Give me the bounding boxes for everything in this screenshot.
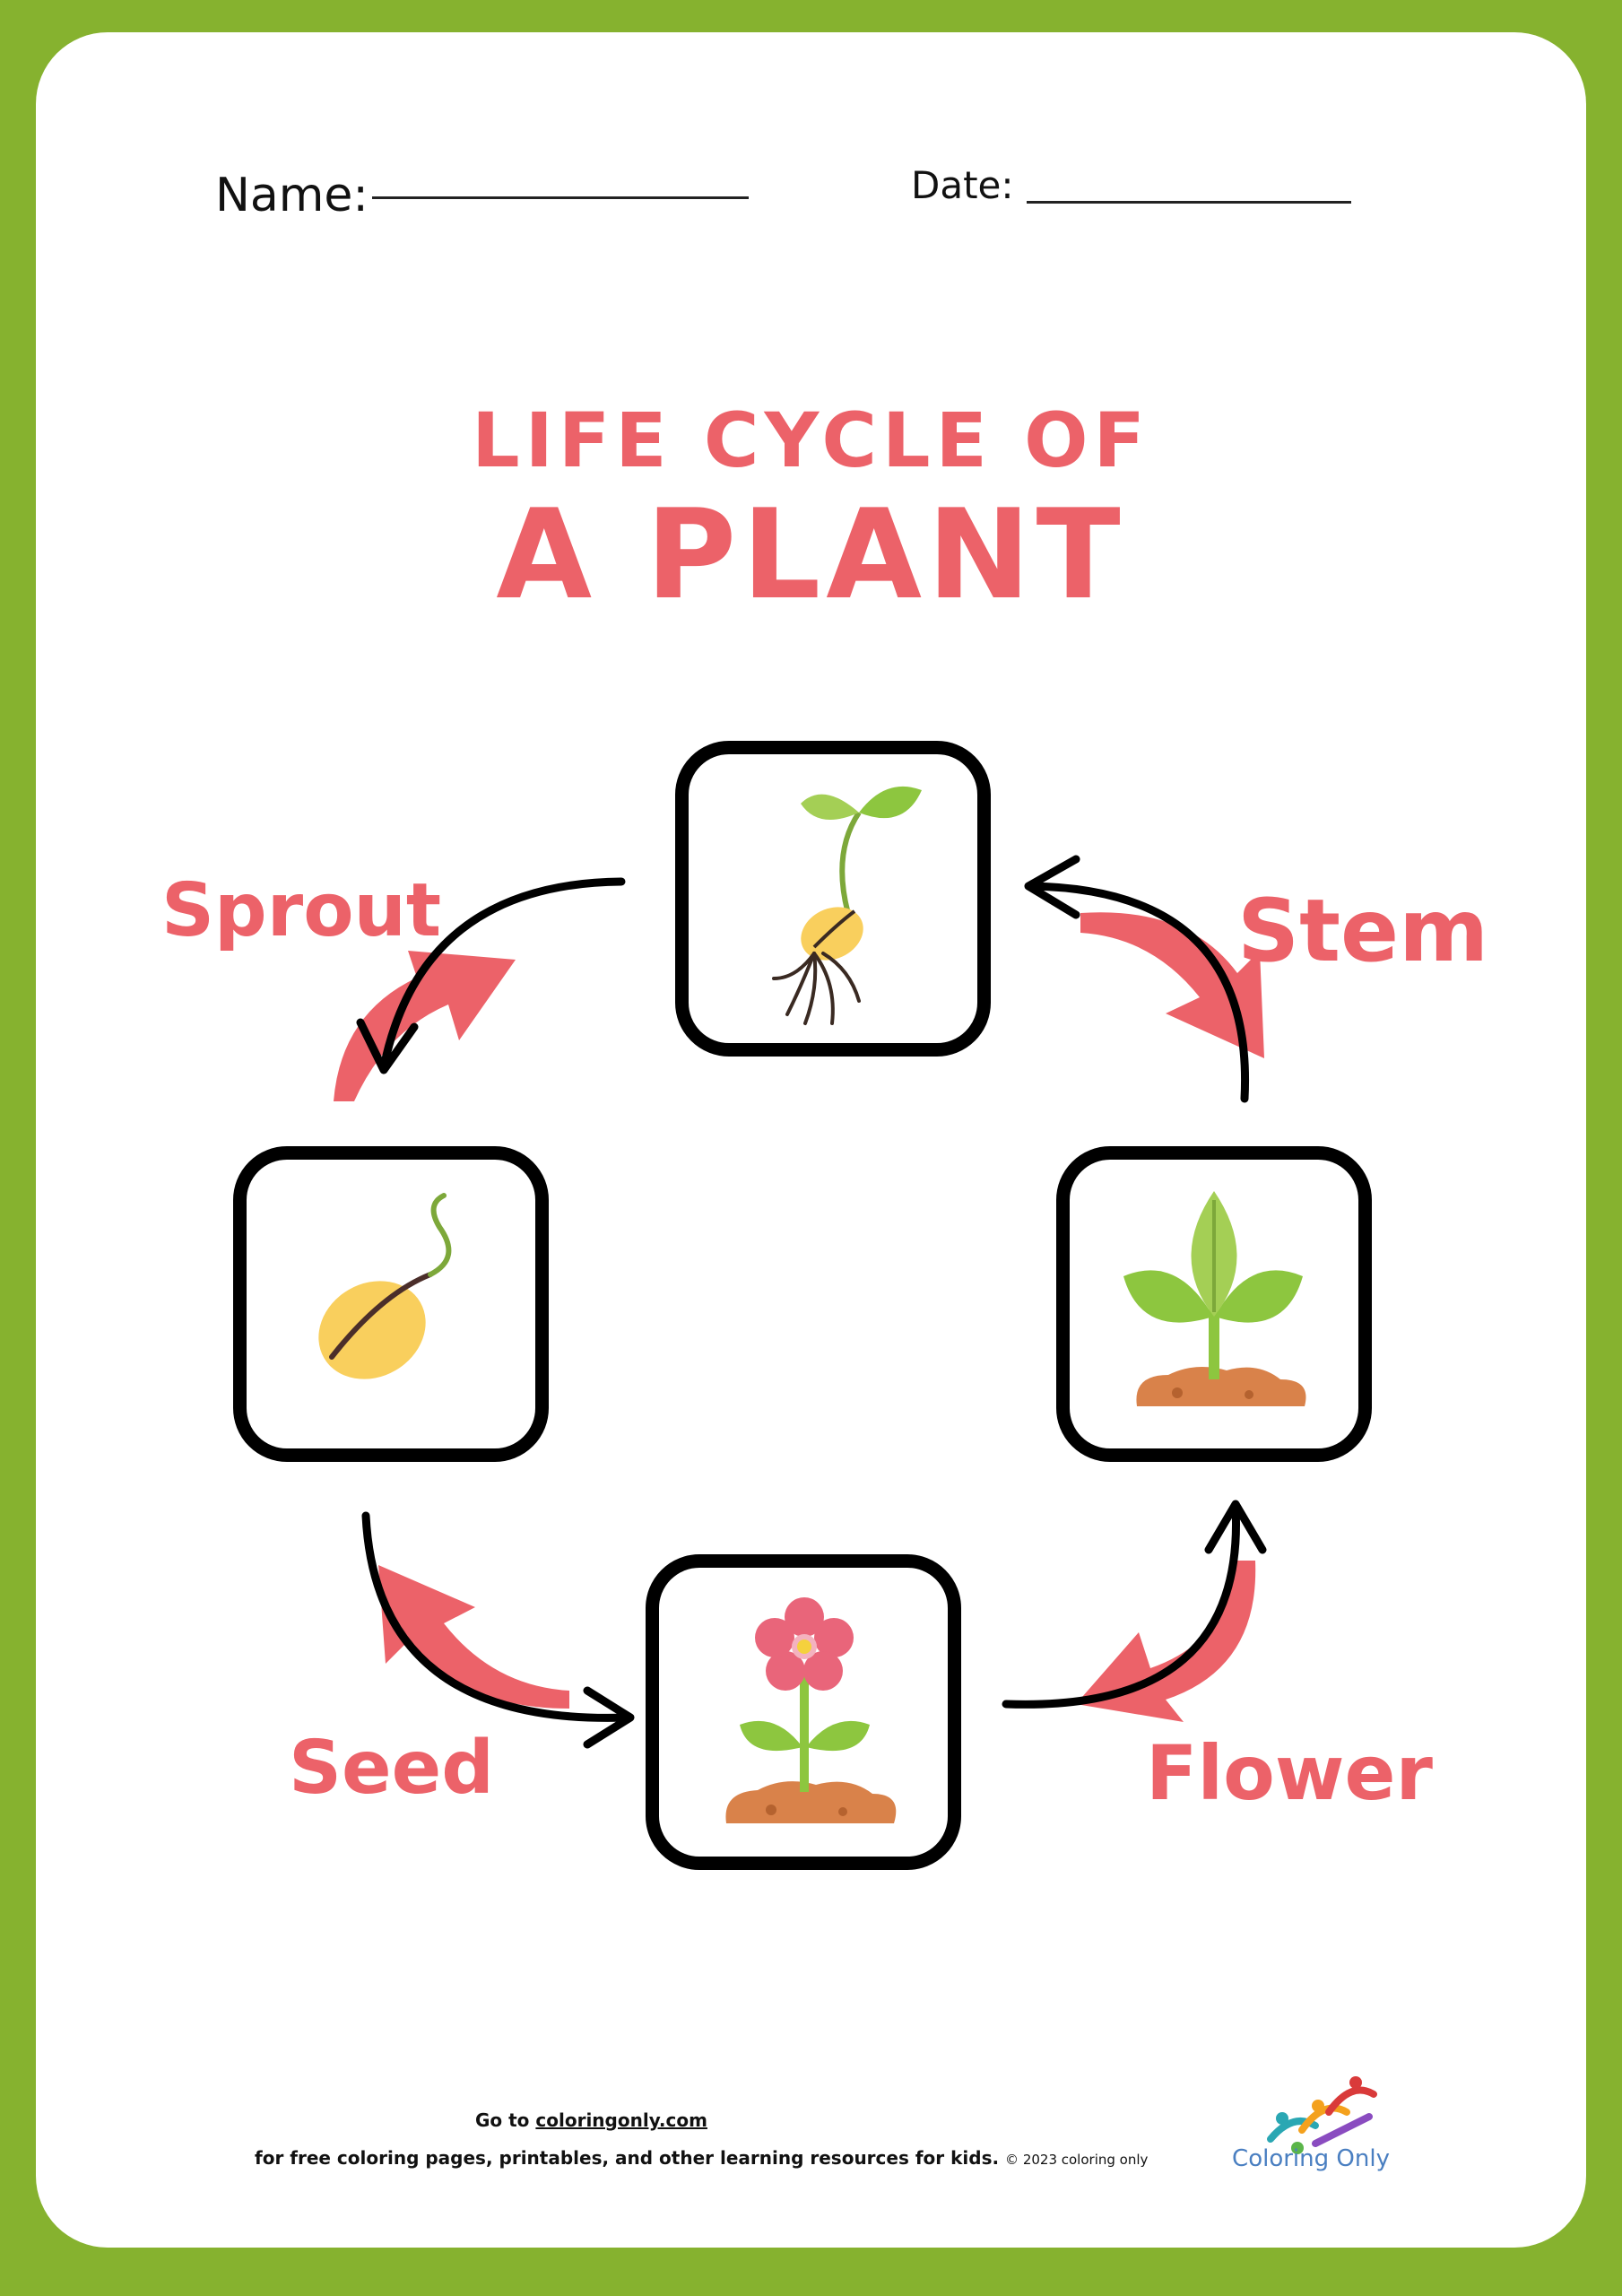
stage-box-right — [1056, 1146, 1372, 1462]
date-label: Date: — [911, 163, 1014, 207]
label-stem: Stem — [1237, 881, 1489, 981]
stem-swoosh — [1080, 912, 1264, 1058]
arrow-right-to-top — [1027, 882, 1250, 1103]
stage-box-left — [233, 1146, 549, 1462]
sprout-swoosh — [334, 951, 516, 1101]
arrowhead-left-to-bottom — [583, 1686, 635, 1749]
logo-icon — [1267, 2076, 1377, 2154]
seed-illustration — [318, 1193, 452, 1379]
label-sprout: Sprout — [161, 868, 442, 953]
title-line-1: LIFE CYCLE OF — [472, 396, 1150, 484]
arrowhead-bottom-to-right — [1204, 1500, 1267, 1554]
flowering-plant-illustration — [725, 1597, 897, 1823]
arrowhead-right-to-top — [1024, 855, 1080, 919]
seed-swoosh — [378, 1565, 569, 1709]
logo-text: Coloring Only — [1232, 2145, 1390, 2172]
stage-box-top — [675, 741, 991, 1057]
name-field[interactable] — [372, 196, 749, 199]
footer-copyright: © 2023 coloring only — [1005, 2152, 1149, 2168]
go-to-text: Go to — [475, 2109, 536, 2131]
worksheet-card — [36, 32, 1586, 2248]
seedling-illustration — [1123, 1191, 1306, 1406]
sprout-illustration — [772, 786, 922, 1025]
title-line-2: A PLANT — [496, 483, 1126, 627]
arrow-top-to-left — [379, 877, 626, 1072]
stage-box-bottom — [646, 1554, 961, 1870]
label-seed: Seed — [289, 1726, 494, 1811]
site-link[interactable]: coloringonly.com — [535, 2109, 707, 2131]
label-flower: Flower — [1146, 1729, 1433, 1817]
arrow-left-to-bottom — [361, 1511, 632, 1722]
arrow-bottom-to-right — [1002, 1502, 1241, 1709]
arrowhead-top-to-left — [356, 1018, 419, 1074]
name-label: Name: — [215, 169, 369, 222]
footer-tagline: for free coloring pages, printables, and… — [255, 2147, 1000, 2169]
date-field[interactable] — [1027, 201, 1351, 204]
footer-go-to: Go to coloringonly.com — [475, 2109, 707, 2131]
footer-tagline-line: for free coloring pages, printables, and… — [255, 2147, 1148, 2169]
flower-swoosh — [1076, 1561, 1256, 1722]
